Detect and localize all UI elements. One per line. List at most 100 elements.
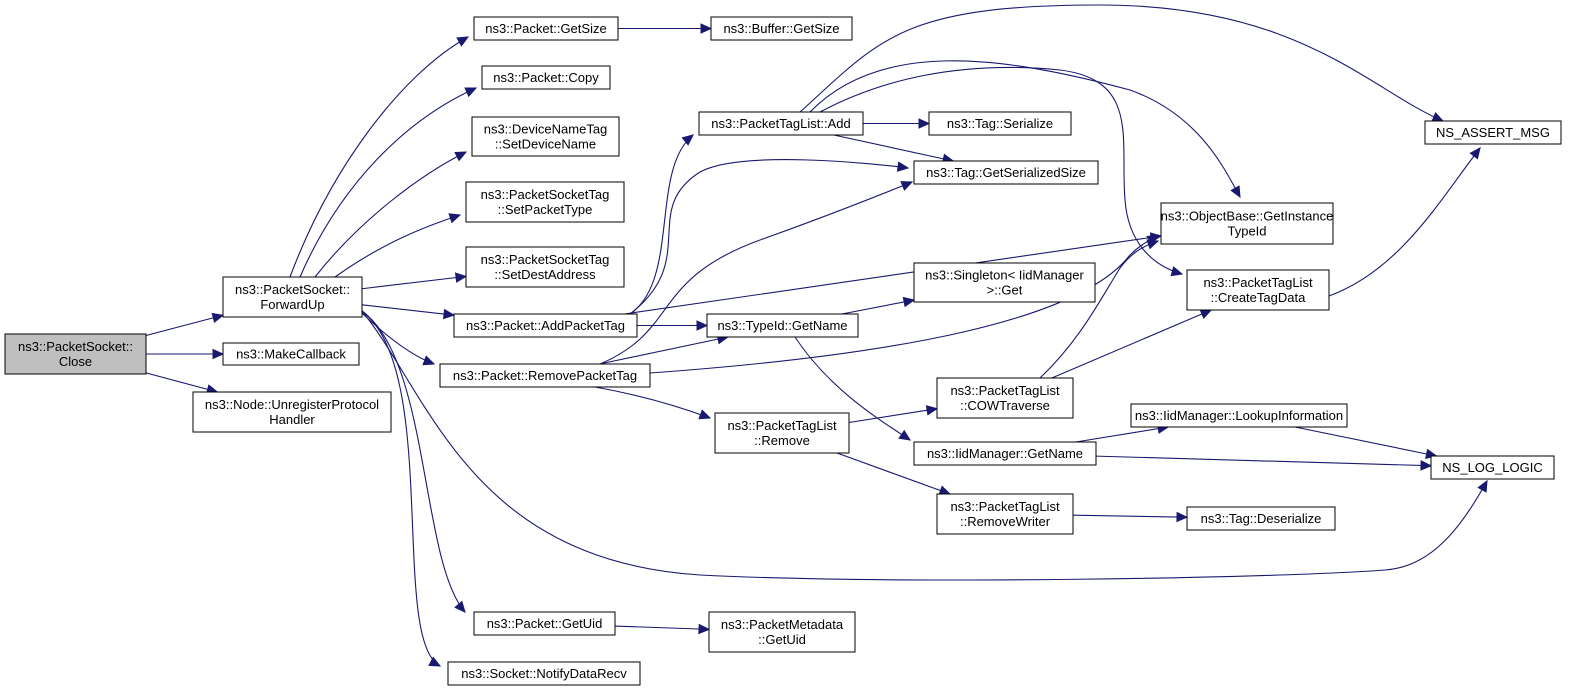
edge-forwardup-to-addpackettag: [361, 304, 455, 316]
arrowhead-forwardup-to-notifydatarecv: [428, 656, 442, 667]
node-label: ns3::DeviceNameTag: [484, 122, 608, 137]
arrowhead-ptl_cowtraverse-to-ptl_createtagdata: [1199, 309, 1213, 319]
node-ptl_add[interactable]: ns3::PacketTagList::Add: [698, 111, 864, 136]
node-label: ns3::PacketTagList::Add: [711, 116, 850, 131]
node-ptl_remove[interactable]: ns3::PacketTagList::Remove: [714, 412, 850, 454]
edge-forwardup-to-setdevicename: [314, 151, 467, 278]
edge-iid_getname-to-iid_lookupinformation: [1075, 426, 1169, 443]
arrowhead-forwardup-to-ns_log_logic: [1477, 479, 1488, 493]
node-label: ::SetDestAddress: [494, 267, 596, 282]
node-box: [473, 611, 616, 636]
arrowhead-typeid_getname-to-iid_getname: [898, 429, 912, 441]
node-packet_copy[interactable]: ns3::Packet::Copy: [481, 65, 611, 90]
node-close[interactable]: ns3::PacketSocket::Close: [4, 333, 147, 375]
arrowhead-packet_getuid-to-pm_getuid: [698, 623, 711, 635]
node-iid_lookupinformation[interactable]: ns3::IidManager::LookupInformation: [1130, 403, 1348, 428]
edge-ptl_add-to-ptl_createtagdata: [819, 66, 1183, 275]
edge-iid_getname-to-ns_log_logic: [1095, 455, 1432, 467]
edge-forwardup-to-setdestaddress: [361, 275, 467, 290]
node-box: [447, 661, 641, 686]
node-packet_getsize[interactable]: ns3::Packet::GetSize: [473, 16, 619, 41]
node-ptl_createtagdata[interactable]: ns3::PacketTagList::CreateTagData: [1186, 269, 1330, 311]
node-label: ::COWTraverse: [960, 398, 1050, 413]
node-box: [936, 377, 1074, 419]
node-tag_getserializedsize[interactable]: ns3::Tag::GetSerializedSize: [913, 160, 1099, 185]
edge-ptl_add-to-tag_getserializedsize: [833, 134, 954, 162]
node-label: ns3::PacketTagList: [950, 499, 1060, 514]
node-box: [481, 65, 611, 90]
node-removepackettag[interactable]: ns3::Packet::RemovePacketTag: [439, 363, 651, 388]
node-iid_getname[interactable]: ns3::IidManager::GetName: [913, 441, 1097, 466]
node-label: ns3::PacketTagList: [1203, 275, 1313, 290]
edge-ptl_cowtraverse-to-getinstancetypeid: [1039, 240, 1159, 379]
node-label: ns3::PacketSocket::: [235, 282, 350, 297]
node-setdevicename[interactable]: ns3::DeviceNameTag::SetDeviceName: [471, 116, 620, 157]
node-label: ns3::Packet::Copy: [493, 70, 599, 85]
node-tag_deserialize[interactable]: ns3::Tag::Deserialize: [1186, 506, 1336, 531]
node-label: ::GetUid: [758, 632, 806, 647]
edge-forwardup-to-packet_getsize: [289, 36, 469, 278]
arrowhead-close-to-forwardup: [211, 312, 225, 324]
edge-forwardup-to-packet_getuid: [361, 310, 466, 613]
node-box: [465, 181, 625, 223]
node-label: ns3::Tag::GetSerializedSize: [926, 165, 1086, 180]
node-tag_serialize[interactable]: ns3::Tag::Serialize: [928, 111, 1072, 136]
node-box: [471, 116, 620, 157]
node-label: Close: [59, 354, 92, 369]
node-ptl_removewriter[interactable]: ns3::PacketTagList::RemoveWriter: [936, 493, 1074, 535]
arrowhead-forwardup-to-setdevicename: [454, 151, 468, 162]
edge-addpackettag-to-getinstancetypeid: [624, 235, 1162, 315]
node-box: [439, 363, 651, 388]
edge-addpackettag-to-tag_getserializedsize: [629, 159, 909, 315]
node-label: ::SetDeviceName: [495, 137, 596, 152]
node-box: [710, 16, 853, 41]
edge-typeid_getname-to-iid_getname: [794, 336, 911, 441]
arrowhead-addpackettag-to-ptl_add: [681, 134, 694, 146]
arrowhead-ptl_add-to-getinstancetypeid: [1230, 185, 1241, 199]
arrowhead-ptl_remove-to-ptl_cowtraverse: [925, 405, 939, 416]
node-box: [1186, 269, 1330, 311]
node-label: ns3::TypeId::GetName: [717, 318, 847, 333]
node-box: [714, 412, 850, 454]
node-label: ns3::Packet::RemovePacketTag: [453, 368, 637, 383]
call-edges: [145, 4, 1488, 667]
node-label: TypeId: [1227, 224, 1266, 239]
node-label: ns3::Packet::AddPacketTag: [466, 318, 625, 333]
node-pm_getuid[interactable]: ns3::PacketMetadata::GetUid: [708, 611, 856, 653]
node-ns_assert_msg[interactable]: NS_ASSERT_MSG: [1424, 120, 1562, 145]
arrowhead-forwardup-to-addpackettag: [442, 308, 456, 320]
node-packet_getuid[interactable]: ns3::Packet::GetUid: [473, 611, 616, 636]
node-ns_log_logic[interactable]: NS_LOG_LOGIC: [1430, 455, 1555, 480]
node-label: ns3::PacketSocketTag: [481, 187, 610, 202]
node-label: NS_LOG_LOGIC: [1442, 460, 1542, 475]
arrowhead-forwardup-to-setdestaddress: [454, 272, 468, 283]
node-setdestaddress[interactable]: ns3::PacketSocketTag::SetDestAddress: [465, 246, 625, 288]
node-addpackettag[interactable]: ns3::Packet::AddPacketTag: [453, 313, 638, 338]
arrowhead-removepackettag-to-tag_getserializedsize: [900, 181, 914, 191]
edge-removepackettag-to-tag_getserializedsize: [599, 181, 913, 365]
node-notifydatarecv[interactable]: ns3::Socket::NotifyDataRecv: [447, 661, 641, 686]
node-ptl_cowtraverse[interactable]: ns3::PacketTagList::COWTraverse: [936, 377, 1074, 419]
node-label: ns3::PacketTagList: [950, 383, 1060, 398]
node-label: ns3::Buffer::GetSize: [723, 21, 839, 36]
edge-forwardup-to-ns_log_logic: [361, 310, 1488, 581]
node-box: [453, 313, 638, 338]
node-forwardup[interactable]: ns3::PacketSocket::ForwardUp: [222, 276, 363, 318]
edge-forwardup-to-packet_copy: [299, 87, 477, 278]
node-label: ns3::MakeCallback: [236, 347, 346, 362]
node-makecallback[interactable]: ns3::MakeCallback: [222, 342, 360, 366]
node-box: [1424, 120, 1562, 145]
node-label: ns3::Packet::GetUid: [487, 616, 603, 631]
node-label: ns3::Socket::NotifyDataRecv: [461, 666, 627, 681]
arrowhead-addpackettag-to-tag_getserializedsize: [896, 161, 910, 172]
node-typeid_getname[interactable]: ns3::TypeId::GetName: [706, 313, 859, 338]
edge-forwardup-to-notifydatarecv: [361, 310, 441, 667]
node-label: ns3::PacketSocketTag: [481, 252, 610, 267]
arrowhead-forwardup-to-packet_getuid: [454, 600, 466, 613]
node-buffer_getsize[interactable]: ns3::Buffer::GetSize: [710, 16, 853, 41]
node-singleton_get[interactable]: ns3::Singleton< IidManager>::Get: [913, 262, 1096, 303]
node-setpackettype[interactable]: ns3::PacketSocketTag::SetPacketType: [465, 181, 625, 223]
edge-removepackettag-to-typeid_getname: [599, 336, 728, 365]
